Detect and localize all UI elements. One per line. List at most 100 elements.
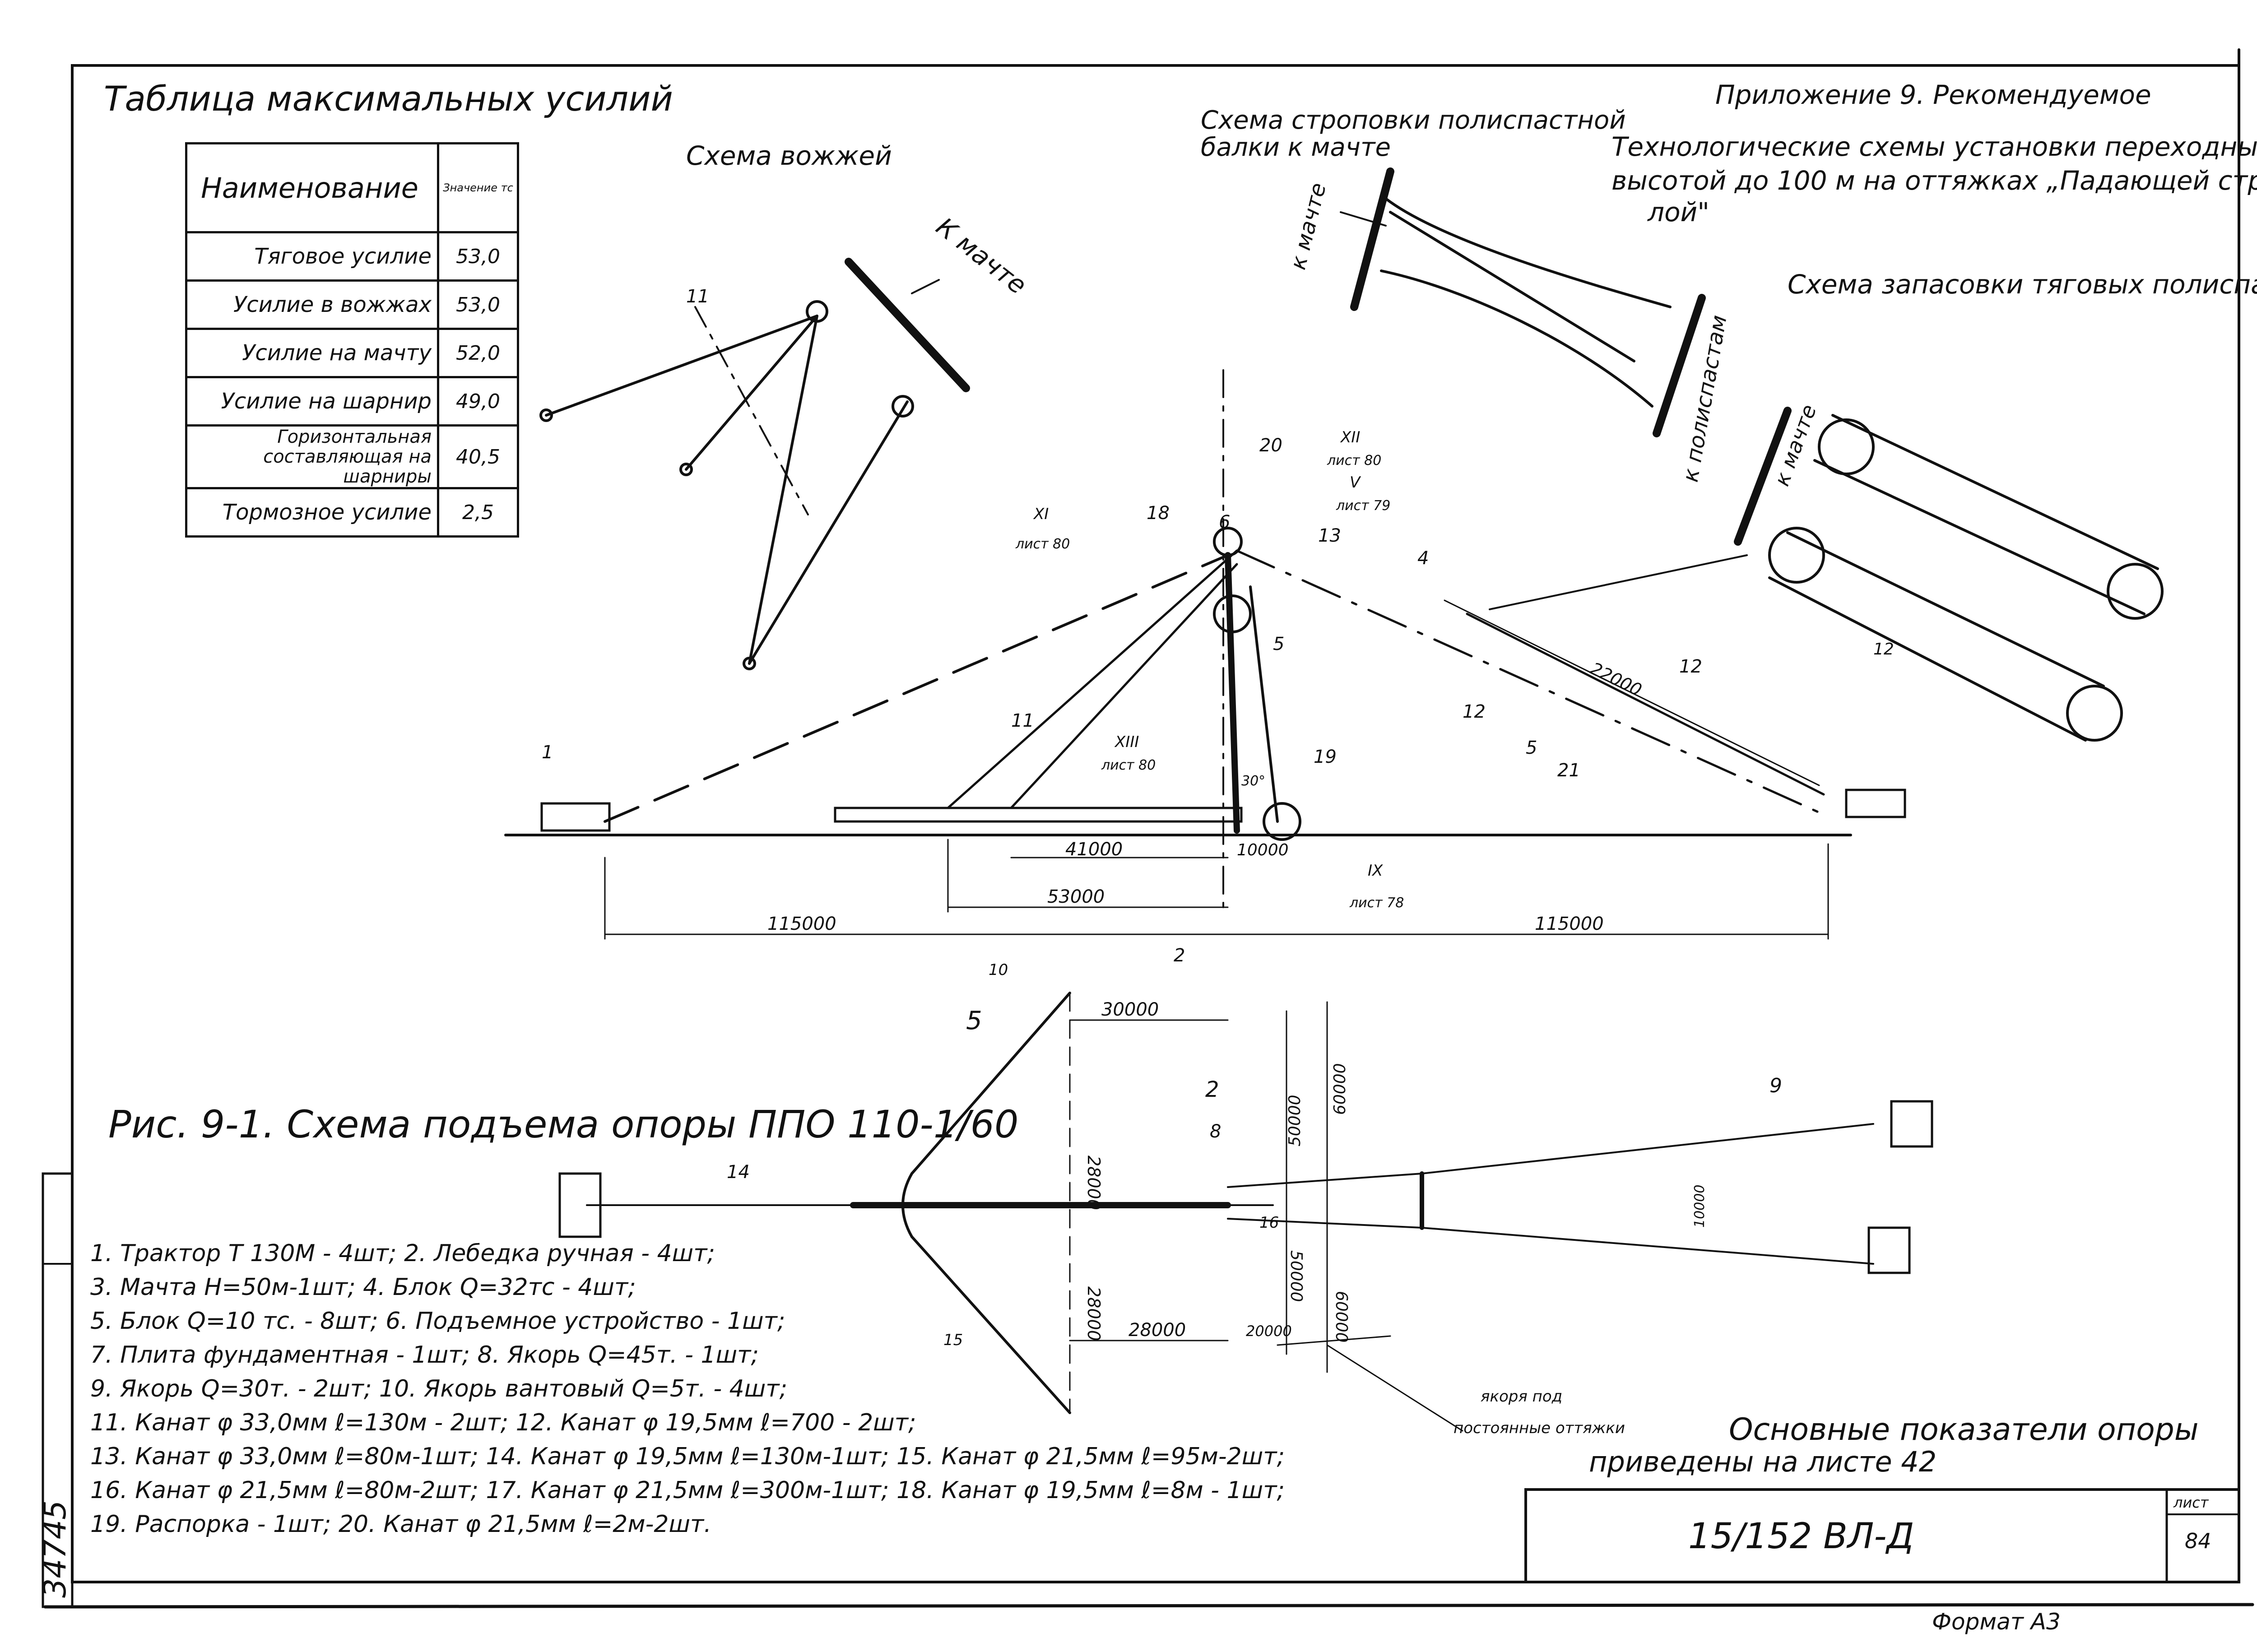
callout-v: V [1350,473,1361,492]
callout-8: 8 [1210,1121,1221,1142]
table-row: Горизонтальная составляющая на шарниры 4… [185,424,519,489]
dim-20000: 20000 [1246,1323,1292,1340]
dim-41000: 41000 [1065,839,1123,860]
subtitle-line1: Технологические схемы установки переходн… [1611,131,2257,162]
callout-list80a: лист 80 [1327,453,1381,469]
tackle-scheme [1489,407,2164,742]
callout-5b: 5 [1526,738,1537,758]
dim-10000b: 10000 [1692,1185,1708,1228]
dim-30000: 30000 [1101,999,1159,1020]
row-value: 53,0 [437,231,519,282]
callout-list78: лист 78 [1349,895,1404,911]
row-name: Усилие в вожжах [185,279,439,330]
row-value: 52,0 [437,328,519,378]
callout-list79: лист 79 [1336,498,1390,514]
callout-2b: 2 [1205,1077,1219,1102]
dim-50000b: 50000 [1287,1250,1305,1302]
row-value: 49,0 [437,376,519,427]
note-line1: Основные показатели опоры [1729,1412,2199,1448]
legend-line: 5. Блок Q=10 тс. - 8шт; 6. Подъемное уст… [90,1308,785,1335]
row-value: 2,5 [437,487,519,538]
plan-view [558,992,1933,1432]
callout-19: 19 [1314,747,1337,767]
header-value-cell: Значение тс [437,142,519,233]
callout-11: 11 [686,286,709,307]
to-mast-label-2: к мачте [1285,180,1331,272]
to-mast-label: К мачте [930,212,1032,300]
row-value: 40,5 [437,424,519,489]
legend-line: 11. Канат φ 33,0мм ℓ=130м - 2шт; 12. Кан… [90,1409,916,1436]
callout-14: 14 [727,1162,750,1183]
dim-28000b: 28000 [1084,1286,1104,1341]
row-name: Усилие на мачту [185,328,439,378]
dim-53000: 53000 [1047,886,1105,907]
table-title: Таблица максимальных усилий [104,79,673,119]
callout-21: 21 [1557,760,1580,781]
dim-115000b: 115000 [1535,914,1604,934]
legend-line: 3. Мачта H=50м-1шт; 4. Блок Q=32тс - 4шт… [90,1274,636,1301]
callout-ix: IX [1368,862,1383,880]
callout-xii: XII [1340,428,1360,446]
callout-xiii: XIII [1114,733,1139,751]
subtitle-line2: высотой до 100 м на оттяжках „Падающей с… [1611,165,2257,196]
legend: 1. Трактор Т 130М - 4шт; 2. Лебедка ручн… [90,1237,1285,1541]
sling-scheme-title-1: Схема строповки полиспастной [1201,106,1626,135]
row-name: Горизонтальная составляющая на шарниры [185,424,439,489]
archive-box [42,1172,74,1608]
title-code: 15/152 ВЛ-Д [1688,1516,1914,1557]
dim-28000c: 28000 [1128,1320,1186,1341]
anchors-note-2: постоянные оттяжки [1454,1419,1625,1437]
callout-13: 13 [1318,525,1341,546]
max-forces-table: Наименование Значение тс Тяговое усилие … [185,142,519,538]
sling-scheme-title-2: балки к мачте [1201,133,1391,162]
callout-angle: 30° [1241,773,1265,789]
callout-5-plan: 5 [966,1006,982,1035]
table-row: Усилие на мачту 52,0 [185,328,519,378]
legend-line: 7. Плита фундаментная - 1шт; 8. Якорь Q=… [90,1341,759,1369]
reins-scheme-title: Схема вожжей [686,140,892,171]
table-header-row: Наименование Значение тс [185,142,519,233]
callout-18: 18 [1147,503,1170,524]
legend-line: 9. Якорь Q=30т. - 2шт; 10. Якорь вантовы… [90,1375,788,1402]
title-block [1524,1488,2240,1583]
callout-16: 16 [1259,1214,1279,1232]
callout-list80c: лист 80 [1101,757,1156,773]
callout-15: 15 [943,1331,963,1349]
row-name: Тяговое усилие [185,231,439,282]
table-row: Усилие в вожжах 53,0 [185,279,519,330]
callout-xi: XI [1033,505,1049,523]
legend-line: 13. Канат φ 33,0мм ℓ=80м-1шт; 14. Канат … [90,1443,1285,1470]
callout-list80b: лист 80 [1015,536,1070,552]
anchors-note-1: якоря под [1481,1387,1562,1406]
row-value: 53,0 [437,279,519,330]
archive-number: 34745 [37,1500,73,1598]
note-line2: приведены на листе 42 [1589,1445,1937,1478]
dim-60000b: 60000 [1332,1291,1351,1343]
sheet-label: лист [2173,1494,2209,1511]
sheet-number: 84 [2185,1529,2211,1553]
elevation-view [504,369,1906,940]
callout-2: 2 [1174,945,1185,966]
legend-line: 16. Канат φ 21,5мм ℓ=80м-2шт; 17. Канат … [90,1477,1285,1504]
dim-115000a: 115000 [767,914,836,934]
tackle-scheme-title: Схема запасовки тяговых полиспастов [1788,269,2257,300]
table-row: Тяговое усилие 53,0 [185,231,519,282]
callout-12b: 12 [1463,701,1486,722]
callout-10: 10 [989,961,1008,979]
format-label: Формат А3 [1932,1609,2061,1635]
dim-28000a: 28000 [1084,1155,1104,1210]
figure-caption: Рис. 9-1. Схема подъема опоры ППО 110-1/… [108,1102,1018,1146]
dim-50000a: 50000 [1286,1095,1304,1146]
dim-60000a: 60000 [1331,1063,1349,1115]
subtitle-line3: лой" [1647,197,1709,227]
callout-20: 20 [1259,435,1282,456]
callout-12c: 12 [1873,640,1894,659]
row-name: Усилие на шарнир [185,376,439,427]
dim-10000: 10000 [1237,841,1289,859]
row-name: Тормозное усилие [185,487,439,538]
callout-9: 9 [1769,1074,1782,1097]
dim-22000: 22000 [1587,659,1645,701]
callout-1: 1 [542,742,553,763]
callout-4: 4 [1417,548,1429,569]
